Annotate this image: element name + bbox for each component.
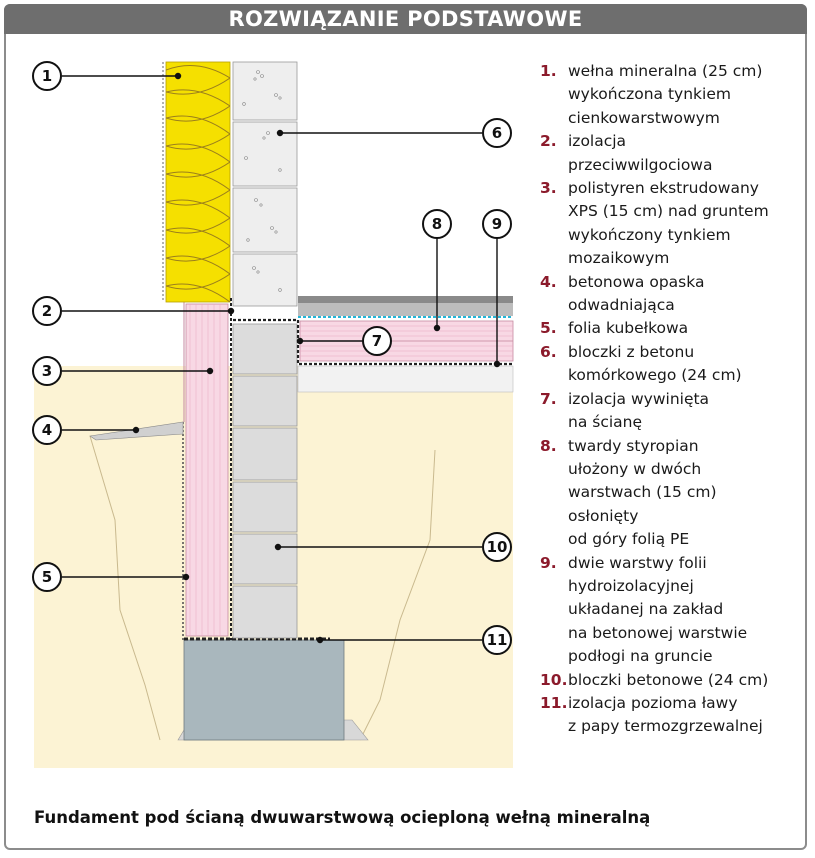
legend-line: komórkowego (24 cm) xyxy=(568,366,742,385)
svg-text:4: 4 xyxy=(42,421,52,439)
legend-line: hydroizolacyjnej xyxy=(568,576,694,595)
legend-item-8: 8. twardy styropian ułożony w dwóch warstwa… xyxy=(540,435,805,552)
callout-9: 9 xyxy=(482,209,512,239)
legend-item-6: 6. bloczki z betonu komórkowego (24 cm) xyxy=(540,341,805,388)
legend-line: z papy termozgrzewalnej xyxy=(568,717,763,736)
legend-line: na betonowej warstwie xyxy=(568,623,748,642)
svg-text:9: 9 xyxy=(492,215,502,233)
legend-line: izolacja wywinięta xyxy=(568,389,710,408)
legend-number: 4. xyxy=(540,272,557,291)
legend-item-10: 10.bloczki betonowe (24 cm) xyxy=(540,669,805,692)
legend-line: od góry folią PE xyxy=(568,530,690,549)
legend-line: na ścianę xyxy=(568,413,643,432)
legend-line: wykończona tynkiem xyxy=(568,85,731,104)
legend-line: wełna mineralna (25 cm) xyxy=(568,62,763,80)
callout-1: 1 xyxy=(32,61,62,91)
legend: 1. wełna mineralna (25 cm) wykończona tynk… xyxy=(540,60,805,739)
legend-line: betonowa opaska xyxy=(568,272,705,291)
legend-number: 11. xyxy=(540,693,568,712)
callout-7: 7 xyxy=(362,326,392,356)
callout-8: 8 xyxy=(422,209,452,239)
legend-text: bloczki betonowe (24 cm) xyxy=(568,669,805,692)
svg-text:6: 6 xyxy=(492,124,502,142)
svg-text:7: 7 xyxy=(372,332,382,350)
legend-line: podłogi na gruncie xyxy=(568,647,713,666)
legend-line: folia kubełkowa xyxy=(568,319,689,338)
xps-insulation xyxy=(185,303,229,637)
legend-text: betonowa opaska odwadniająca xyxy=(568,271,805,318)
legend-item-5: 5. folia kubełkowa xyxy=(540,317,805,340)
callout-2: 2 xyxy=(32,296,62,326)
aerated-concrete-blocks xyxy=(232,61,298,307)
legend-number: 6. xyxy=(540,342,557,361)
legend-text: wełna mineralna (25 cm) wykończona tynkie… xyxy=(568,60,805,130)
legend-text: izolacja pozioma ławy z papy termozgrzewa… xyxy=(568,692,805,739)
legend-line: cienkowarstwowym xyxy=(568,108,720,127)
panel-header: ROZWIĄZANIE PODSTAWOWE xyxy=(4,4,807,34)
legend-number: 9. xyxy=(540,553,557,572)
legend-line: warstwach (15 cm) xyxy=(568,483,717,502)
concrete-blocks xyxy=(232,323,298,639)
callout-11: 11 xyxy=(482,625,512,655)
svg-text:11: 11 xyxy=(487,631,508,649)
floor-subbase xyxy=(297,365,514,393)
legend-line: bloczki z betonu xyxy=(568,342,695,361)
legend-number: 2. xyxy=(540,132,557,151)
legend-line: XPS (15 cm) nad gruntem xyxy=(568,202,769,221)
legend-line: osłonięty xyxy=(568,506,639,525)
legend-line: odwadniająca xyxy=(568,296,675,315)
svg-text:5: 5 xyxy=(42,568,52,586)
legend-item-4: 4. betonowa opaska odwadniająca xyxy=(540,271,805,318)
legend-text: dwie warstwy folii hydroizolacyjnej układa… xyxy=(568,552,805,669)
legend-item-2: 2. izolacja przeciwwilgociowa xyxy=(540,130,805,177)
svg-text:2: 2 xyxy=(42,302,52,320)
svg-text:8: 8 xyxy=(432,215,442,233)
legend-item-11: 11.izolacja pozioma ławy z papy termozgrz… xyxy=(540,692,805,739)
legend-line: ułożony w dwóch xyxy=(568,459,702,478)
legend-line: wykończony tynkiem xyxy=(568,225,731,244)
diagram-caption: Fundament pod ścianą dwuwarstwową ociepl… xyxy=(34,808,651,827)
header-title: ROZWIĄZANIE PODSTAWOWE xyxy=(228,7,583,31)
svg-text:10: 10 xyxy=(487,538,508,556)
legend-line: izolacja xyxy=(568,132,627,151)
legend-line: przeciwwilgociowa xyxy=(568,155,713,174)
legend-line: polistyren ekstrudowany xyxy=(568,179,759,198)
legend-line: izolacja pozioma ławy xyxy=(568,693,738,712)
legend-line: dwie warstwy folii xyxy=(568,553,707,572)
callout-6: 6 xyxy=(482,118,512,148)
legend-number: 8. xyxy=(540,436,557,455)
legend-text: bloczki z betonu komórkowego (24 cm) xyxy=(568,341,805,388)
callout-3: 3 xyxy=(32,356,62,386)
legend-number: 1. xyxy=(540,62,557,80)
svg-text:3: 3 xyxy=(42,362,52,380)
callout-5: 5 xyxy=(32,562,62,592)
legend-number: 10. xyxy=(540,670,568,689)
floor-screed xyxy=(298,303,513,316)
svg-text:1: 1 xyxy=(42,67,52,85)
callout-10: 10 xyxy=(482,532,512,562)
legend-item-7: 7. izolacja wywinięta na ścianę xyxy=(540,388,805,435)
callout-4: 4 xyxy=(32,415,62,445)
legend-line: bloczki betonowe (24 cm) xyxy=(568,670,769,689)
legend-line: układanej na zakład xyxy=(568,600,724,619)
excavation-line-right xyxy=(359,449,436,741)
legend-item-1: 1. wełna mineralna (25 cm) wykończona tynk… xyxy=(540,60,805,130)
legend-text: folia kubełkowa xyxy=(568,317,805,340)
legend-number: 3. xyxy=(540,179,557,198)
footing xyxy=(183,639,345,741)
legend-line: twardy styropian xyxy=(568,436,699,455)
legend-item-9: 9. dwie warstwy folii hydroizolacyjnej ukła… xyxy=(540,552,805,669)
legend-text: izolacja wywinięta na ścianę xyxy=(568,388,805,435)
mineral-wool xyxy=(165,61,231,303)
legend-number: 5. xyxy=(540,319,557,338)
excavation-line-left xyxy=(89,435,161,741)
legend-text: twardy styropian ułożony w dwóch warstwach… xyxy=(568,435,805,552)
legend-number: 7. xyxy=(540,389,557,408)
legend-line: mozaikowym xyxy=(568,249,670,268)
legend-text: izolacja przeciwwilgociowa xyxy=(568,130,805,177)
floor-finish xyxy=(298,296,513,303)
